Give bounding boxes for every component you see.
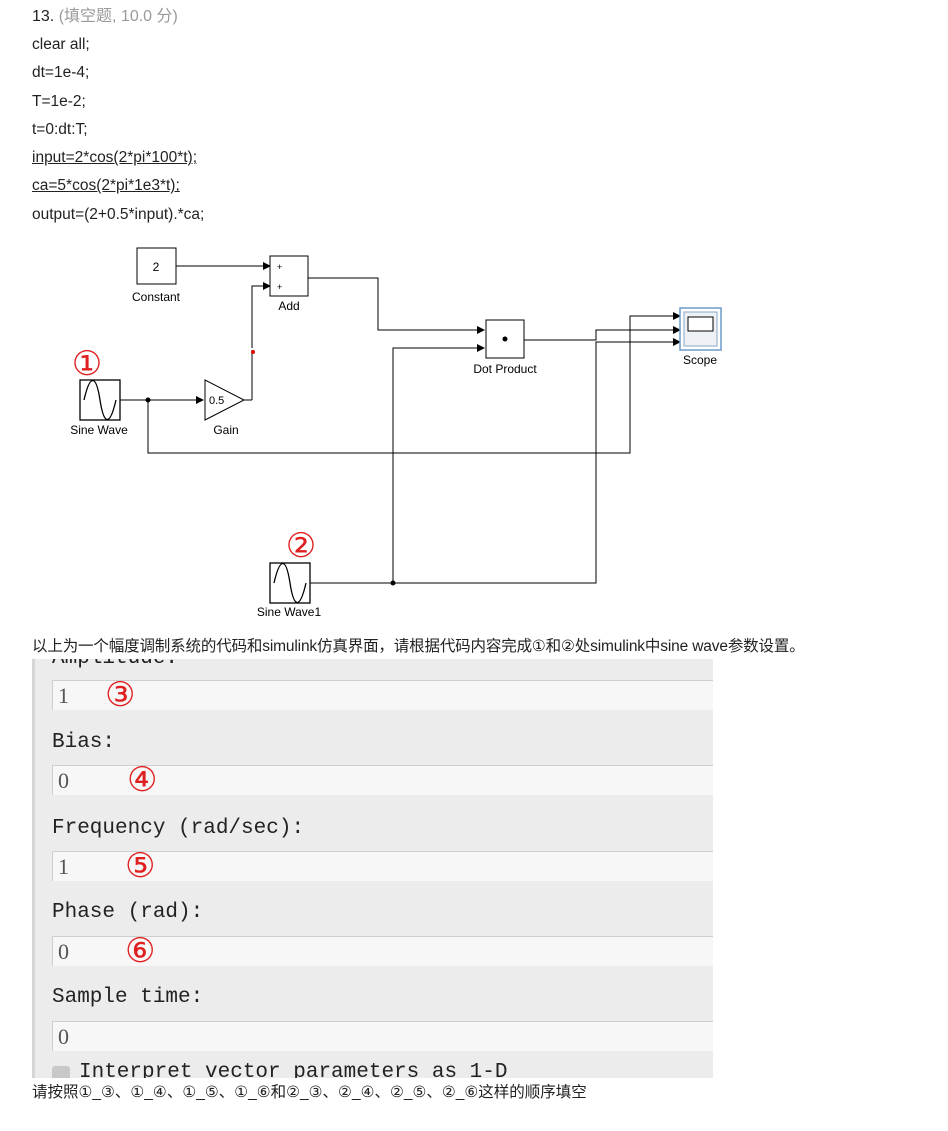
frequency-field[interactable]: 1 ⑤ — [52, 846, 713, 886]
frequency-value: 1 — [58, 854, 69, 879]
marker-3: ③ — [105, 675, 136, 715]
marker-6: ⑥ — [125, 931, 156, 971]
constant-label: Constant — [132, 290, 181, 304]
code-block: clear all; dt=1e-4; T=1e-2; t=0:dt:T; in… — [32, 34, 204, 232]
scope-block[interactable]: Scope — [679, 307, 722, 367]
code-line: output=(2+0.5*input).*ca; — [32, 205, 205, 223]
bias-value: 0 — [58, 768, 69, 793]
add-label: Add — [278, 299, 299, 313]
sine-icon — [273, 562, 307, 604]
bias-label: Bias: — [52, 731, 116, 754]
phase-label: Phase (rad): — [52, 901, 204, 924]
question-type: (填空题, 10.0 分) — [58, 8, 178, 25]
bias-field[interactable]: 0 ④ — [52, 760, 713, 800]
marker-1: ① — [72, 345, 102, 383]
sine-wave-block[interactable]: Sine Wave — [70, 379, 128, 437]
code-line: T=1e-2; — [32, 92, 86, 110]
sine-wave1-block[interactable]: Sine Wave1 — [257, 562, 322, 619]
question-number: 13. — [32, 8, 55, 25]
marker-5: ⑤ — [125, 846, 156, 886]
interpret-vector-checkbox[interactable] — [52, 1066, 70, 1078]
code-line: ca=5*cos(2*pi*1e3*t); — [32, 177, 180, 195]
frequency-label: Frequency (rad/sec): — [52, 817, 305, 840]
phase-value: 0 — [58, 939, 69, 964]
sample-time-value: 0 — [58, 1024, 69, 1049]
code-line: input=2*cos(2*pi*100*t); — [32, 149, 198, 167]
code-line: dt=1e-4; — [32, 64, 90, 82]
branch-dot — [145, 397, 151, 403]
gain-block[interactable]: 0.5 Gain — [204, 379, 246, 437]
marker-4: ④ — [127, 760, 158, 800]
constant-block[interactable]: 2 Constant — [132, 247, 181, 304]
add-block[interactable]: + + Add — [269, 255, 309, 313]
amplitude-value: 1 — [58, 683, 69, 708]
signal-lines — [120, 262, 681, 584]
sine-icon — [83, 379, 117, 421]
add-sign: + — [277, 282, 282, 292]
fill-order-instruction: 请按照①_③、①_④、①_⑤、①_⑥和②_③、②_④、②_⑤、②_⑥这样的顺序填… — [32, 1084, 587, 1101]
sample-time-field[interactable]: 0 — [52, 1021, 713, 1051]
sine-wave-parameters-panel: Amplitude: 1 ③ Bias: 0 ④ Frequency (rad/… — [32, 659, 713, 1078]
sample-time-label: Sample time: — [52, 986, 204, 1009]
question-description: 以上为一个幅度调制系统的代码和simulink仿真界面，请根据代码内容完成①和②… — [32, 638, 805, 655]
code-line: t=0:dt:T; — [32, 120, 88, 138]
question-header: 13. (填空题, 10.0 分) — [32, 7, 178, 27]
dot-product-block[interactable]: Dot Product — [473, 319, 537, 376]
marker-2: ② — [286, 527, 316, 565]
amplitude-label: Amplitude: — [52, 659, 178, 670]
sine-wave1-label: Sine Wave1 — [257, 605, 322, 619]
sine-wave-label: Sine Wave — [70, 423, 128, 437]
amplitude-field[interactable]: 1 ③ — [52, 675, 713, 715]
phase-field[interactable]: 0 ⑥ — [52, 931, 713, 971]
interpret-vector-label: Interpret vector parameters as 1-D — [79, 1061, 508, 1078]
gain-value: 0.5 — [209, 395, 224, 407]
simulink-diagram: 2 Constant + + Add Sine Wave 0.5 Gain Do… — [70, 247, 722, 619]
dot-product-label: Dot Product — [473, 362, 537, 376]
branch-dot — [251, 350, 255, 354]
code-line: clear all; — [32, 36, 90, 53]
scope-label: Scope — [683, 353, 717, 367]
gain-label: Gain — [213, 423, 238, 437]
branch-dot — [390, 580, 396, 586]
add-sign: + — [277, 262, 282, 272]
constant-value: 2 — [153, 260, 160, 274]
